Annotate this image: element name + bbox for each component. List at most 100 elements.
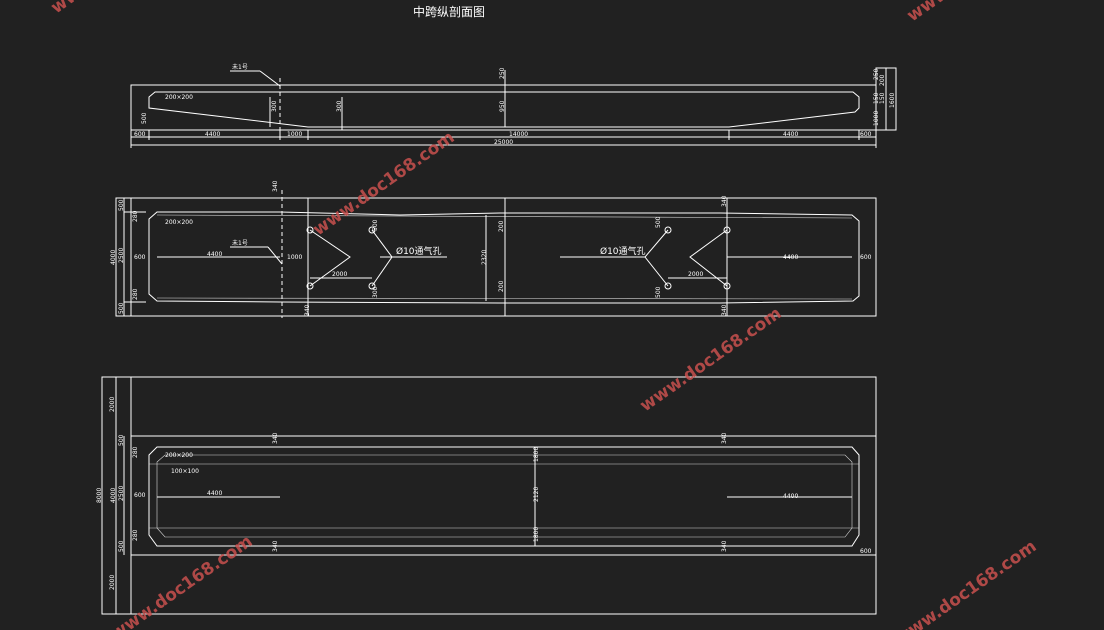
- vent-leader-l2: [371, 229, 393, 287]
- mid-vdim-4000: 4000: [110, 250, 117, 265]
- mid-vdim-340-tl: 340: [272, 180, 279, 192]
- watermark-mid-right: www.doc168.com: [636, 303, 785, 416]
- top-vdim-r250: 250: [873, 68, 880, 80]
- top-dim-14000: 14000: [509, 131, 528, 138]
- mid-right-vent-pattern: [644, 226, 731, 290]
- bot-dim-4400-left: 4400: [207, 490, 222, 497]
- top-vdim-500: 500: [141, 112, 148, 124]
- mid-dim-2000-left: 2000: [332, 271, 347, 278]
- top-vdim-300b: 300: [336, 100, 343, 112]
- top-vdim-r150b: 150: [879, 92, 886, 104]
- bot-dim-4400-right: 4400: [783, 493, 798, 500]
- mid-vdim-280b: 280: [132, 288, 139, 300]
- mid-vdim-500a: 500: [118, 199, 125, 211]
- top-dim-1000: 1000: [287, 131, 302, 138]
- bot-vdim-8000: 8000: [96, 488, 103, 503]
- bot-chamfer-100: 100×100: [171, 468, 199, 475]
- bot-vdim-2120: 2120: [533, 487, 540, 502]
- bot-dim-600-left: 600: [134, 492, 146, 499]
- mid-vdim-2320: 2320: [481, 250, 488, 265]
- mid-vdim-500-rl-top: 500: [655, 216, 662, 228]
- vent-hole-7: [723, 226, 731, 234]
- top-inner-profile: [148, 91, 860, 128]
- vent-hole-1: [306, 226, 314, 234]
- top-dim-4400-left: 4400: [205, 131, 220, 138]
- middle-plan-view: 500 280 2500 280 500 4000 600 4400 1000 …: [110, 180, 877, 318]
- mid-inner-profile: [148, 211, 860, 304]
- vent-leader-r2: [689, 229, 728, 287]
- bot-vdim-500a: 500: [118, 434, 125, 446]
- bot-vdim-2500: 2500: [118, 486, 125, 501]
- mid-vdim-200b: 200: [498, 280, 505, 292]
- top-leader2: [259, 70, 281, 87]
- vent-hole-8: [723, 282, 731, 290]
- mid-leader-anchor2: [267, 246, 283, 265]
- top-chamfer-label: 200×200: [165, 94, 193, 101]
- mid-vdim-340-bl: 340: [304, 304, 311, 316]
- bot-vdim-340-tl: 340: [272, 432, 279, 444]
- top-elevation-view: 未1号 200×200 600 4400 1000 14000 4400 600…: [130, 63, 897, 148]
- mid-vent-label-right: Ø10通气孔: [600, 245, 646, 257]
- top-vdim-r1000: 1000: [873, 111, 880, 126]
- top-vdim-r200: 200: [879, 74, 886, 86]
- bot-outer-outline: [130, 376, 877, 615]
- mid-dim-2000-right: 2000: [688, 271, 703, 278]
- bot-inner-profile: [148, 446, 860, 547]
- watermark-bottom-right: www.doc168.com: [891, 536, 1040, 630]
- bot-vdim-1800b: 1800: [533, 527, 540, 542]
- mid-vdim-500-rl-bot: 500: [655, 286, 662, 298]
- bot-vdim-280b: 280: [132, 529, 139, 541]
- mid-left-vent-pattern: [306, 226, 393, 290]
- bot-vdim-1800a: 1800: [533, 447, 540, 462]
- drawing-title: 中跨纵剖面图: [413, 4, 485, 19]
- vent-leader-r1: [644, 229, 669, 287]
- bot-dim-600-right: 600: [860, 548, 872, 555]
- watermark-top-right: www.doc168.com: [903, 0, 1052, 26]
- mid-vdim-200a: 200: [498, 220, 505, 232]
- vent-leader-l1: [309, 229, 351, 287]
- mid-dim-4400-right: 4400: [783, 254, 798, 261]
- mid-vdim-280a: 280: [132, 210, 139, 222]
- mid-anchor-label: 未1号: [232, 239, 248, 247]
- mid-dim-4400-left: 4400: [207, 251, 222, 258]
- top-vdim-r1600: 1600: [889, 93, 896, 108]
- vent-hole-4: [368, 282, 376, 290]
- bot-vdim-500b: 500: [118, 540, 125, 552]
- bot-vdim-340-br: 340: [721, 540, 728, 552]
- mid-vdim-500-ll: 500: [372, 219, 379, 231]
- mid-vent-label-left: Ø10通气孔: [396, 245, 442, 257]
- top-vdim-950: 950: [499, 100, 506, 112]
- bot-vdim-4000: 4000: [110, 488, 117, 503]
- mid-dim-600-right: 600: [860, 254, 872, 261]
- vent-hole-6: [664, 282, 672, 290]
- mid-vdim-2500: 2500: [118, 248, 125, 263]
- mid-vdim-340-br: 340: [721, 304, 728, 316]
- vent-hole-3: [368, 226, 376, 234]
- top-dim-600-left: 600: [134, 131, 146, 138]
- bot-vdim-340-tr: 340: [721, 432, 728, 444]
- vent-hole-2: [306, 282, 314, 290]
- top-vdim-r150a: 150: [873, 92, 880, 104]
- top-dim-4400-right: 4400: [783, 131, 798, 138]
- bottom-plan-view: 2000 500 280 2500 280 500 2000 4000 8000…: [96, 376, 877, 615]
- bot-vdim-280a: 280: [132, 446, 139, 458]
- mid-vdim-300-ll: 300: [372, 286, 379, 298]
- top-vdim-300a: 300: [271, 100, 278, 112]
- top-anchor-label: 未1号: [232, 63, 248, 71]
- bot-inner-inner: [156, 454, 853, 538]
- mid-vdim-500b: 500: [118, 302, 125, 314]
- mid-dim-1000: 1000: [287, 254, 302, 261]
- bot-vdim-340-bl: 340: [272, 540, 279, 552]
- top-vdim-250: 250: [499, 67, 506, 79]
- bot-chamfer-200: 200×200: [165, 452, 193, 459]
- bot-vdim-2000-top: 2000: [109, 397, 116, 412]
- vent-hole-5: [664, 226, 672, 234]
- mid-vdim-340-tr: 340: [721, 195, 728, 207]
- top-dim-25000: 25000: [494, 139, 513, 146]
- mid-chamfer-label: 200×200: [165, 219, 193, 226]
- bot-vdim-2000-bot: 2000: [109, 575, 116, 590]
- watermark-top-left: www.doc168.com: [47, 0, 196, 18]
- watermarks: www.doc168.com www.doc168.com www.doc168…: [47, 0, 1052, 630]
- top-dim-600-right: 600: [860, 131, 872, 138]
